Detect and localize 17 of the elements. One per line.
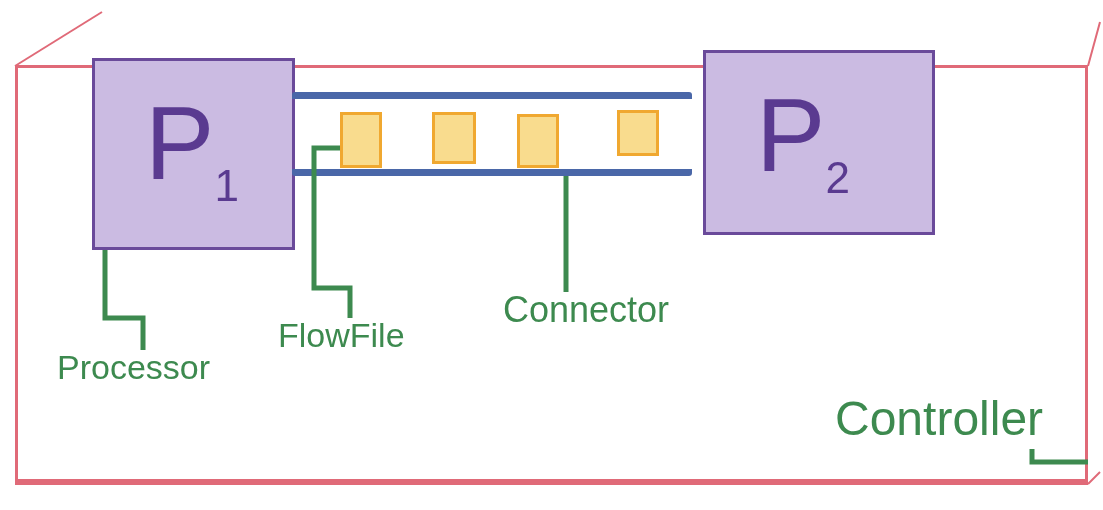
leader-line [102, 250, 146, 350]
component-label: Processor [57, 348, 211, 386]
leader-line [311, 145, 353, 318]
flowfile-square [432, 112, 476, 164]
processor-name: P$_{2}$ [756, 83, 850, 200]
connector-pipe [292, 92, 692, 176]
flowfile-square [617, 110, 659, 156]
component-label: Connector [503, 289, 670, 330]
processor-name: P$_{1}$ [145, 91, 239, 208]
component-label: Controller [835, 392, 1044, 445]
component-label: FlowFile [278, 316, 405, 354]
processor-box [92, 58, 295, 250]
leader-line [1029, 449, 1088, 465]
leader-line [563, 176, 569, 292]
flowfile-square [340, 112, 382, 168]
processor-box [703, 50, 935, 235]
flowfile-square [517, 114, 559, 168]
